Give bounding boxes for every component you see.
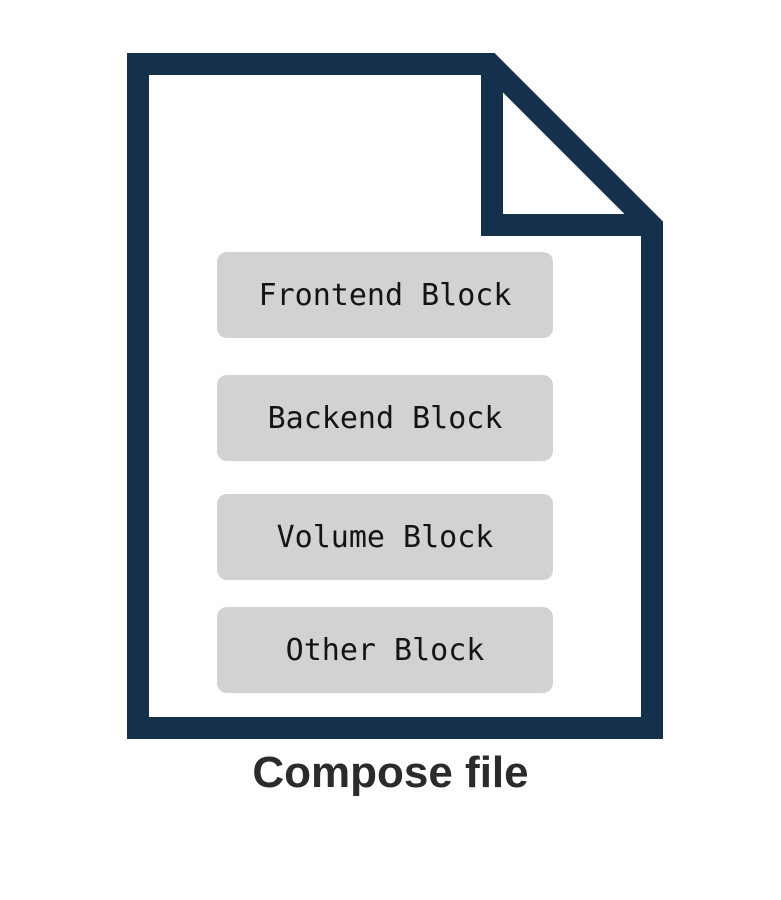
volume-block: Volume Block [217,494,553,580]
document-outline [127,53,663,739]
backend-block: Backend Block [217,375,553,461]
frontend-block: Frontend Block [217,252,553,338]
other-block: Other Block [217,607,553,693]
diagram-caption: Compose file [252,748,529,797]
document-fold [481,66,650,236]
